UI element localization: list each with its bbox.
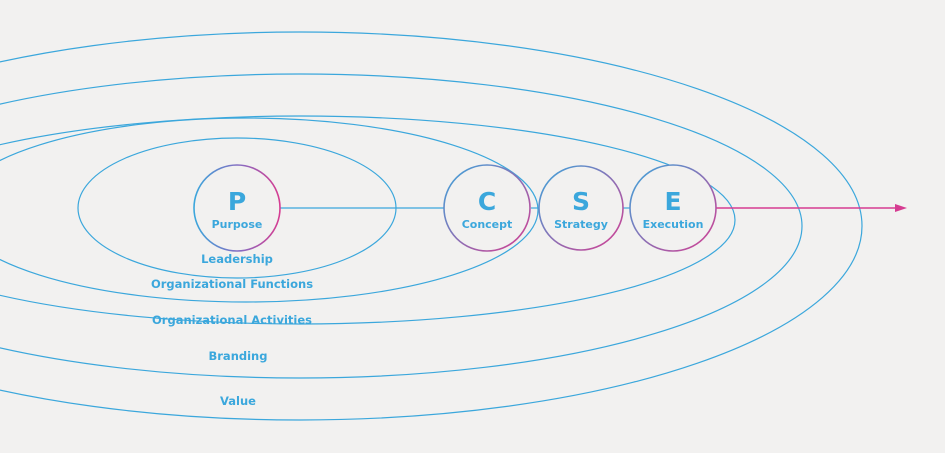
node-strategy-circle xyxy=(538,165,624,251)
node-purpose-circle xyxy=(193,164,281,252)
node-concept-circle xyxy=(443,164,531,252)
node-purpose: P Purpose xyxy=(193,164,281,252)
layer-label-organizational-functions: Organizational Functions xyxy=(151,277,313,291)
node-purpose-letter: P xyxy=(228,187,246,216)
node-strategy-letter: S xyxy=(572,187,590,216)
layer-label-branding: Branding xyxy=(209,349,268,363)
ring-value xyxy=(0,31,863,421)
arrow-head-icon xyxy=(895,204,907,212)
node-strategy-word: Strategy xyxy=(554,218,608,231)
node-strategy: S Strategy xyxy=(538,165,624,251)
ring-organizational-functions xyxy=(0,117,539,303)
node-execution-circle xyxy=(629,164,717,252)
layer-label-value: Value xyxy=(220,394,256,408)
layer-label-leadership: Leadership xyxy=(201,252,273,266)
node-execution-letter: E xyxy=(664,187,681,216)
node-concept-word: Concept xyxy=(462,218,513,231)
ring-organizational-activities xyxy=(0,115,736,325)
node-purpose-word: Purpose xyxy=(212,218,263,231)
layer-label-organizational-activities: Organizational Activities xyxy=(152,313,312,327)
node-concept: C Concept xyxy=(443,164,531,252)
node-concept-letter: C xyxy=(478,187,496,216)
node-execution: E Execution xyxy=(629,164,717,252)
ring-branding xyxy=(0,73,803,379)
node-execution-word: Execution xyxy=(643,218,704,231)
